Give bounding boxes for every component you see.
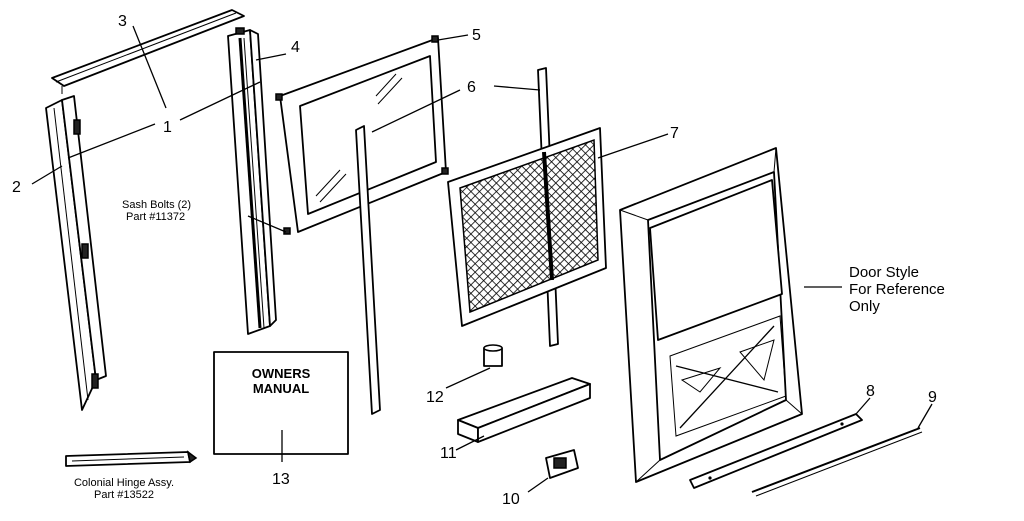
callout-2: 2: [12, 179, 21, 196]
leader-lines: [31, 25, 933, 493]
hinge-label: Colonial Hinge Assy.: [74, 477, 174, 489]
sash-bolts-part-number: Part #11372: [126, 211, 185, 223]
closer-button-part: [483, 344, 503, 367]
colonial-hinge-part: [65, 450, 198, 467]
callout-12: 12: [426, 389, 444, 406]
callout-3: 3: [118, 13, 127, 30]
callout-13: 13: [272, 471, 290, 488]
callout-11: 11: [440, 445, 457, 462]
latch-plate-part: [545, 449, 579, 479]
callout-8: 8: [866, 383, 875, 400]
hinge-jamb-part: [45, 95, 107, 411]
callout-1: 1: [163, 119, 172, 136]
manual-line1: OWNERS: [252, 366, 311, 381]
latch-jamb-part: [227, 27, 277, 335]
owners-manual-part: OWNERS MANUAL: [213, 351, 349, 455]
callout-7: 7: [670, 125, 679, 142]
sweep-strip-part: [751, 427, 923, 497]
door-style-line3: Only: [849, 298, 880, 315]
sash-bolts-label: Sash Bolts (2): [122, 199, 191, 211]
spacer-block-part: [457, 377, 591, 443]
callout-4: 4: [291, 39, 300, 56]
storm-door-reference: [619, 147, 803, 483]
bottom-sweep-part: [689, 413, 863, 489]
callout-9: 9: [928, 389, 937, 406]
expander-rod-left-part: [355, 125, 381, 415]
manual-line2: MANUAL: [253, 381, 309, 396]
callout-5: 5: [472, 27, 481, 44]
door-style-line2: For Reference: [849, 281, 945, 298]
top-rail-part: [51, 9, 245, 94]
screen-insert-part: [447, 127, 607, 327]
callout-6: 6: [467, 79, 476, 96]
hinge-part-number: Part #13522: [94, 489, 154, 501]
callout-10: 10: [502, 491, 520, 508]
door-style-line1: Door Style: [849, 264, 919, 281]
